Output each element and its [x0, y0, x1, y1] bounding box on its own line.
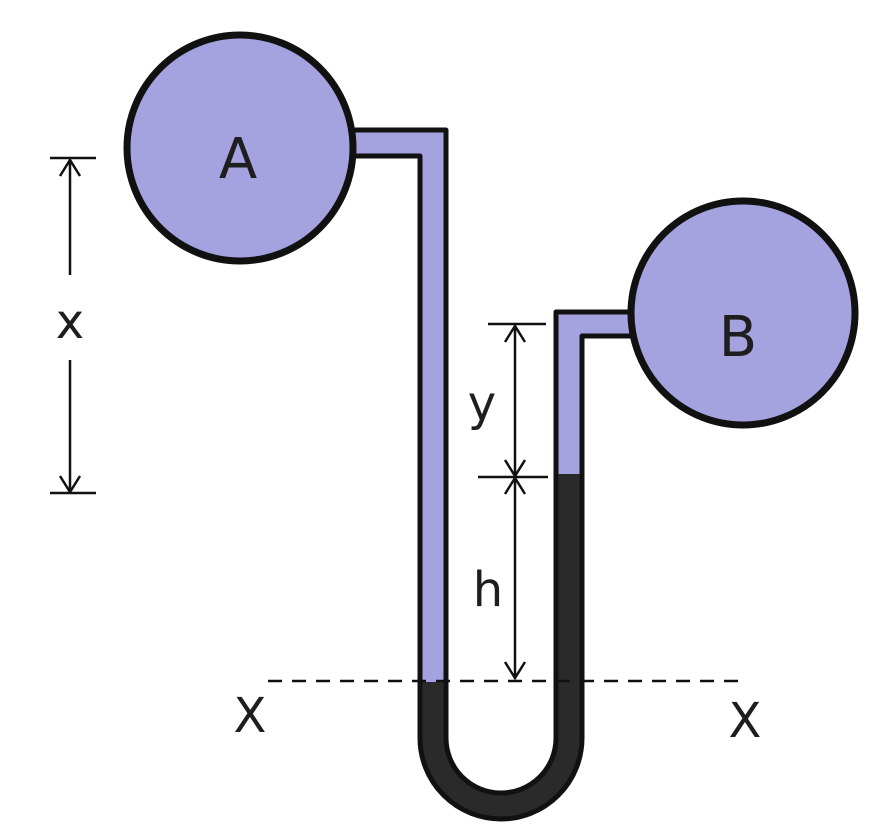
vessel-b-label: B	[719, 305, 757, 370]
dimension-x	[50, 156, 96, 495]
vessel-a	[123, 31, 357, 265]
datum-label-left: X	[234, 688, 267, 744]
datum-label-right: X	[729, 693, 762, 749]
vessel-a-label: A	[219, 127, 257, 192]
tube-outline-inner	[342, 153, 643, 822]
dimension-y-label: y	[468, 376, 496, 432]
pipe-b-light-fluid	[556, 312, 640, 474]
dimension-x-label: x	[56, 294, 84, 350]
vessel-b	[627, 197, 859, 429]
pipe-a-light-fluid	[345, 130, 446, 682]
tube-outline-outer	[342, 127, 643, 796]
dimension-h-label: h	[473, 562, 503, 618]
dimension-h	[503, 475, 527, 681]
